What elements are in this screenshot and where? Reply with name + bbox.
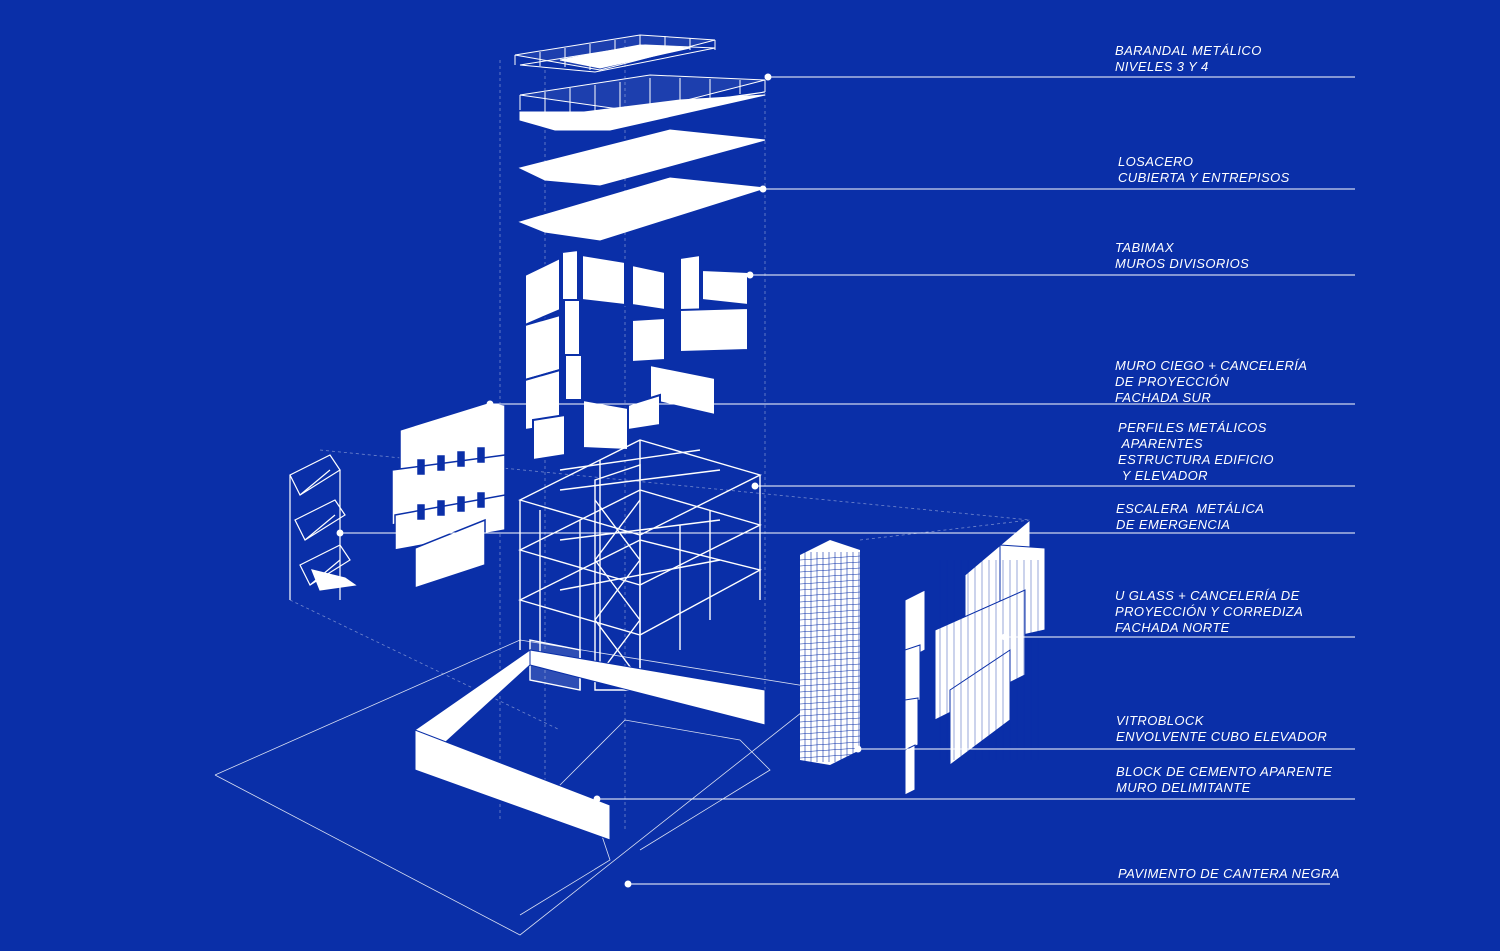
callout-leaders	[336, 73, 1355, 888]
callout-muro-ciego: MURO CIEGO + CANCELERÍA DE PROYECCIÓN FA…	[1115, 358, 1311, 405]
vitroblock-elevator	[799, 540, 861, 765]
callout-labels: BARANDAL METÁLICO NIVELES 3 Y 4 LOSACERO…	[1115, 43, 1340, 881]
callout-tabimax: TABIMAX MUROS DIVISORIOS	[1115, 240, 1249, 271]
railing-level-4	[514, 34, 716, 73]
callout-block: BLOCK DE CEMENTO APARENTE MURO DELIMITAN…	[1116, 764, 1336, 795]
perimeter-wall	[414, 649, 766, 841]
steel-frame	[518, 439, 762, 691]
callout-losacero: LOSACERO CUBIERTA Y ENTREPISOS	[1118, 154, 1290, 185]
losacero-slabs	[518, 94, 766, 241]
north-facade	[904, 518, 1046, 796]
callout-escalera: ESCALERA METÁLICA DE EMERGENCIA	[1116, 501, 1292, 532]
callout-vitroblock: VITROBLOCK ENVOLVENTE CUBO ELEVADOR	[1116, 713, 1327, 744]
callout-barandal: BARANDAL METÁLICO NIVELES 3 Y 4	[1115, 43, 1266, 74]
south-facade	[391, 401, 506, 590]
callout-pavimento: PAVIMENTO DE CANTERA NEGRA	[1118, 866, 1340, 881]
callout-perfiles: PERFILES METÁLICOS APARENTES ESTRUCTURA …	[1118, 420, 1302, 483]
callout-uglass: U GLASS + CANCELERÍA DE PROYECCIÓN Y COR…	[1115, 588, 1307, 635]
emergency-stair	[289, 454, 357, 600]
tabimax-partitions	[524, 248, 749, 462]
